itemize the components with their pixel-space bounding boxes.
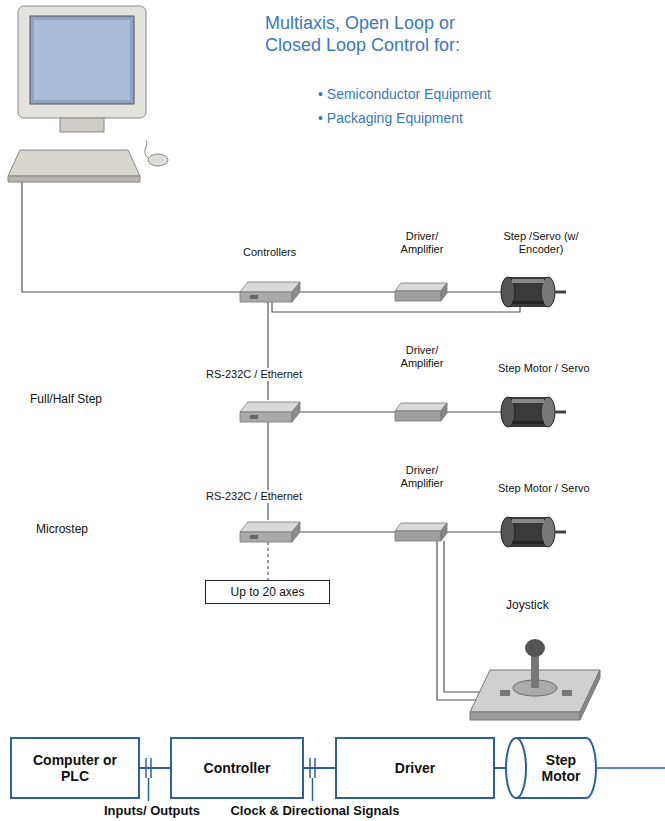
block-box: Computer or PLC [10, 737, 140, 799]
label: Inputs/ Outputs [100, 803, 204, 819]
title: Multiaxis, Open Loop or Closed Loop Cont… [265, 12, 497, 56]
block-box: Controller [170, 737, 304, 799]
block-box: Driver [335, 737, 495, 799]
label: Joystick [504, 598, 551, 612]
node-text: Controller [204, 760, 271, 776]
connector [495, 767, 505, 769]
note-box: Up to 20 axes [205, 580, 330, 604]
label: • Semiconductor Equipment [316, 86, 493, 103]
label: Step Motor / Servo [496, 362, 592, 375]
label: Step /Servo (w/ Encoder) [496, 230, 586, 256]
node-text: Step Motor [529, 752, 593, 784]
node-text: Up to 20 axes [230, 585, 304, 599]
label: Step Motor / Servo [496, 482, 592, 495]
label: RS-232C / Ethernet [204, 490, 304, 503]
label: • Packaging Equipment [316, 110, 465, 127]
label: Driver/ Amplifier [388, 230, 456, 256]
label: RS-232C / Ethernet [204, 368, 304, 381]
connector [140, 767, 170, 769]
label: Clock & Directional Signals [218, 803, 412, 819]
label: Microstep [34, 522, 90, 536]
label: Driver/ Amplifier [388, 464, 456, 490]
label: Driver/ Amplifier [388, 344, 456, 370]
label: Full/Half Step [28, 392, 104, 406]
motor-cylinder: Step Motor [505, 737, 597, 799]
label: Controllers [241, 246, 298, 259]
node-text: Computer or PLC [20, 752, 130, 784]
node-text: Driver [395, 760, 435, 776]
connector [304, 767, 335, 769]
